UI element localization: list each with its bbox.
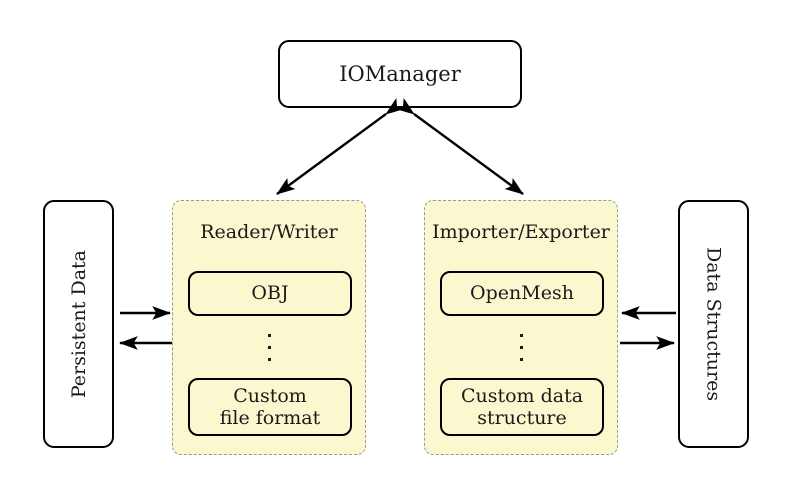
iomanager-box[interactable]: IOManager <box>278 40 522 108</box>
item-custom-data-structure-line2: structure <box>477 407 567 429</box>
arrow-iomanager-importer-exporter <box>395 97 524 195</box>
iomanager-label: IOManager <box>339 62 461 86</box>
persistent-data-label: Persistent Data <box>67 249 90 399</box>
panel-reader-writer-title: Reader/Writer <box>200 221 338 243</box>
item-openmesh-label: OpenMesh <box>470 282 574 305</box>
persistent-data-box[interactable]: Persistent Data <box>43 200 114 448</box>
item-custom-file-format-line2: file format <box>219 407 321 429</box>
item-custom-data-structure[interactable]: Custom data structure <box>440 378 604 436</box>
data-structures-label: Data Structures <box>702 246 725 402</box>
ellipsis-reader-writer <box>267 334 271 361</box>
item-openmesh[interactable]: OpenMesh <box>440 271 604 316</box>
ellipsis-importer-exporter <box>519 334 523 361</box>
item-obj-label: OBJ <box>251 282 289 305</box>
panel-importer-exporter-title: Importer/Exporter <box>432 221 610 243</box>
panel-importer-exporter[interactable]: Importer/Exporter OpenMesh Custom data s… <box>424 200 618 455</box>
arrow-iomanager-reader-writer <box>276 97 405 195</box>
panel-reader-writer[interactable]: Reader/Writer OBJ Custom file format <box>172 200 366 455</box>
item-custom-data-structure-line1: Custom data <box>460 384 584 407</box>
item-custom-file-format-line1: Custom <box>233 384 307 407</box>
item-custom-file-format[interactable]: Custom file format <box>188 378 352 436</box>
data-structures-box[interactable]: Data Structures <box>678 200 749 448</box>
item-obj[interactable]: OBJ <box>188 271 352 316</box>
